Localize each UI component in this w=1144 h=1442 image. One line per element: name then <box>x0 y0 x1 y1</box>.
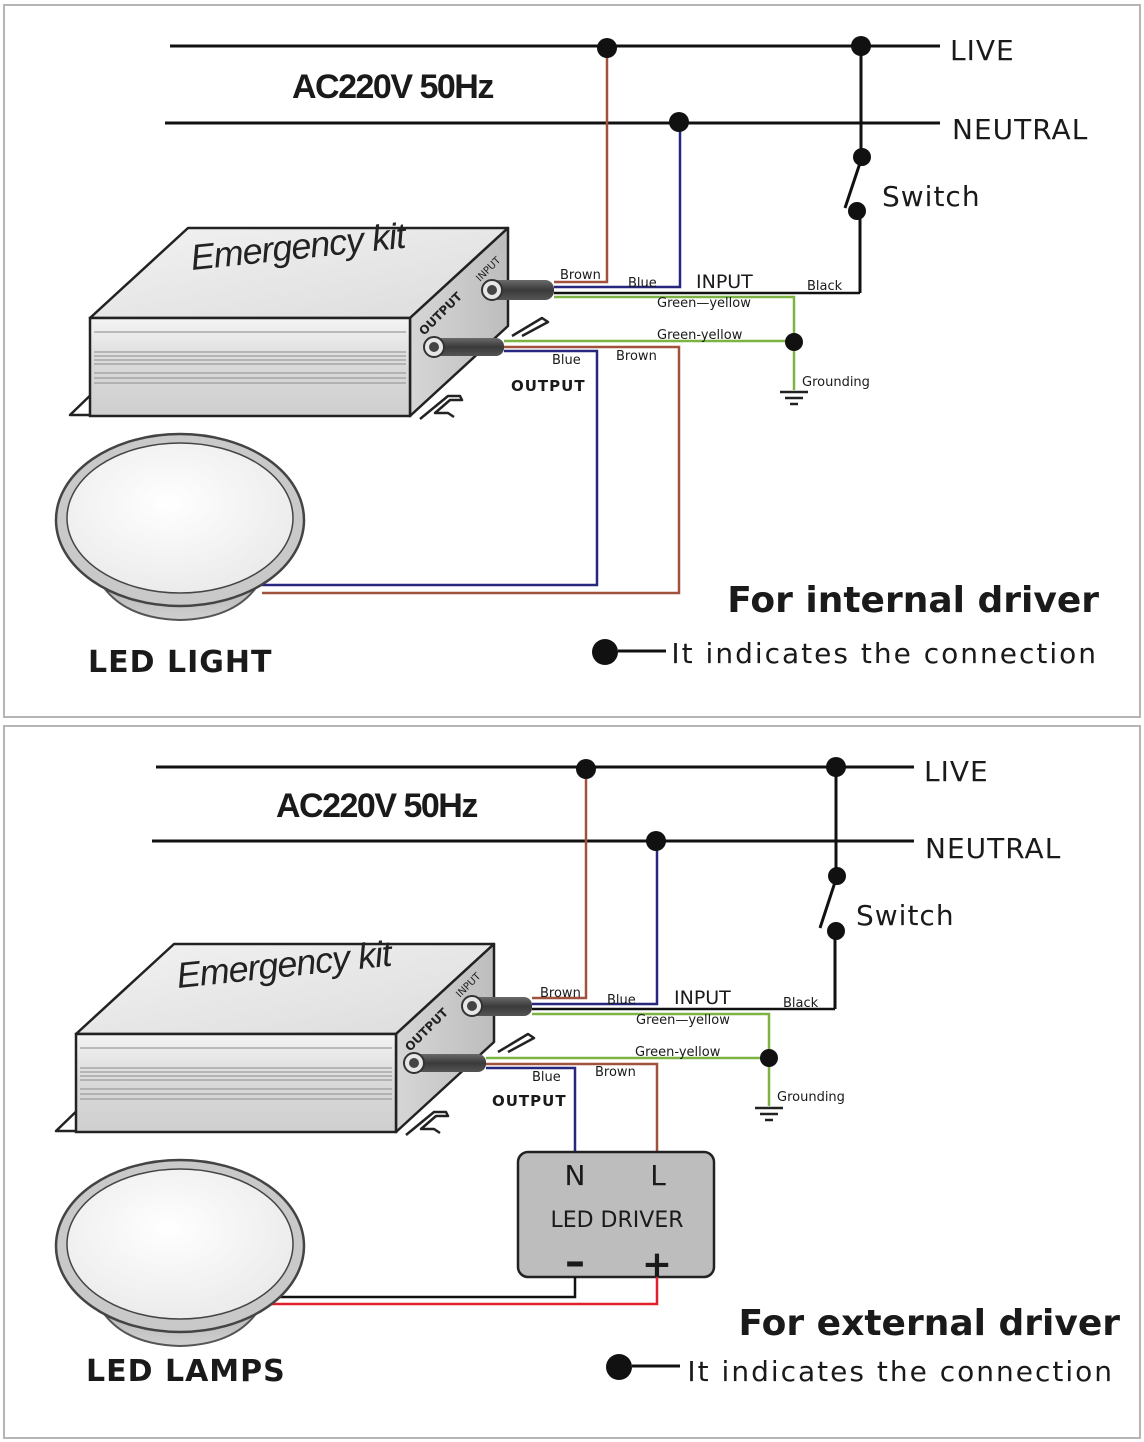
output-label: OUTPUT <box>492 1092 567 1110</box>
led-light-label: LED LIGHT <box>88 645 272 680</box>
blue-output-wire <box>262 349 599 587</box>
blue-out-label: Blue <box>552 353 581 368</box>
neutral-label: NEUTRAL <box>952 113 1088 146</box>
switch-blade <box>818 875 839 929</box>
driver-minus-terminal: – <box>565 1239 585 1285</box>
blue-out-label: Blue <box>532 1070 561 1085</box>
brown-in-label: Brown <box>540 986 581 1001</box>
driver-label: LED DRIVER <box>550 1208 683 1233</box>
brown-output-wire <box>262 345 681 595</box>
positive-lamp-wire <box>266 1277 659 1306</box>
supply-label: AC220V 50Hz <box>292 68 493 106</box>
legend-text: It indicates the connection <box>671 637 1098 670</box>
panel-internal-driver: LIVE NEUTRAL AC220V 50Hz Switch Groundin… <box>3 4 1141 718</box>
grounding-label: Grounding <box>777 1090 845 1105</box>
brown-output-wire <box>486 1062 659 1152</box>
live-label: LIVE <box>924 755 989 788</box>
switch-contact-bottom <box>848 202 866 220</box>
input-cable <box>461 995 532 1017</box>
led-lamps-label: LED LAMPS <box>86 1354 286 1389</box>
green-yellow-out-label: Green-yellow <box>635 1045 721 1060</box>
blue-output-wire <box>486 1066 577 1152</box>
blue-input-wire <box>554 122 682 289</box>
input-label: INPUT <box>696 271 753 293</box>
ground-junction <box>785 333 803 351</box>
driver-n-terminal: N <box>565 1159 586 1192</box>
black-label: Black <box>783 996 819 1011</box>
live-brown-junction <box>597 38 617 58</box>
led-driver-box: N L LED DRIVER – + <box>516 1150 716 1285</box>
input-label: INPUT <box>674 987 731 1009</box>
supply-label: AC220V 50Hz <box>276 787 477 825</box>
switch-contact-top <box>828 867 846 885</box>
blue-in-label: Blue <box>628 276 657 291</box>
live-switch-junction <box>826 757 846 777</box>
input-cable <box>481 279 554 301</box>
ground-junction <box>760 1049 778 1067</box>
negative-lamp-wire <box>268 1277 577 1299</box>
brown-out-label: Brown <box>616 349 657 364</box>
green-yellow-in-label: Green—yellow <box>636 1013 730 1028</box>
green-yellow-input-wire <box>532 1012 771 1058</box>
output-cable <box>403 1052 486 1074</box>
neutral-blue-junction <box>646 831 666 851</box>
caption: For external driver <box>739 1303 1121 1344</box>
live-switch-junction <box>851 36 871 56</box>
brown-input-wire <box>554 48 609 284</box>
black-label: Black <box>807 279 843 294</box>
legend-dot <box>606 1354 632 1380</box>
panel-external-driver: LIVE NEUTRAL AC220V 50Hz Switch Groundin… <box>3 725 1141 1439</box>
brown-input-wire <box>532 769 588 1000</box>
live-label: LIVE <box>950 34 1015 67</box>
blue-in-label: Blue <box>607 993 636 1008</box>
green-yellow-in-label: Green—yellow <box>657 296 751 311</box>
output-label: OUTPUT <box>511 377 586 395</box>
caption: For internal driver <box>727 580 1099 621</box>
output-cable <box>423 336 504 358</box>
legend-text: It indicates the connection <box>687 1355 1114 1388</box>
switch-contact-top <box>853 148 871 166</box>
grounding-label: Grounding <box>802 375 870 390</box>
switch-label: Switch <box>882 180 981 213</box>
blue-input-wire <box>532 841 659 1006</box>
neutral-label: NEUTRAL <box>925 832 1061 865</box>
green-yellow-input-wire <box>554 295 796 342</box>
switch-label: Switch <box>856 899 955 932</box>
neutral-blue-junction <box>669 112 689 132</box>
driver-l-terminal: L <box>650 1159 666 1192</box>
legend-dot <box>592 639 618 665</box>
green-yellow-out-label: Green-yellow <box>657 328 743 343</box>
brown-out-label: Brown <box>595 1065 636 1080</box>
switch-contact-bottom <box>827 922 845 940</box>
live-brown-junction <box>576 759 596 779</box>
brown-in-label: Brown <box>560 268 601 283</box>
